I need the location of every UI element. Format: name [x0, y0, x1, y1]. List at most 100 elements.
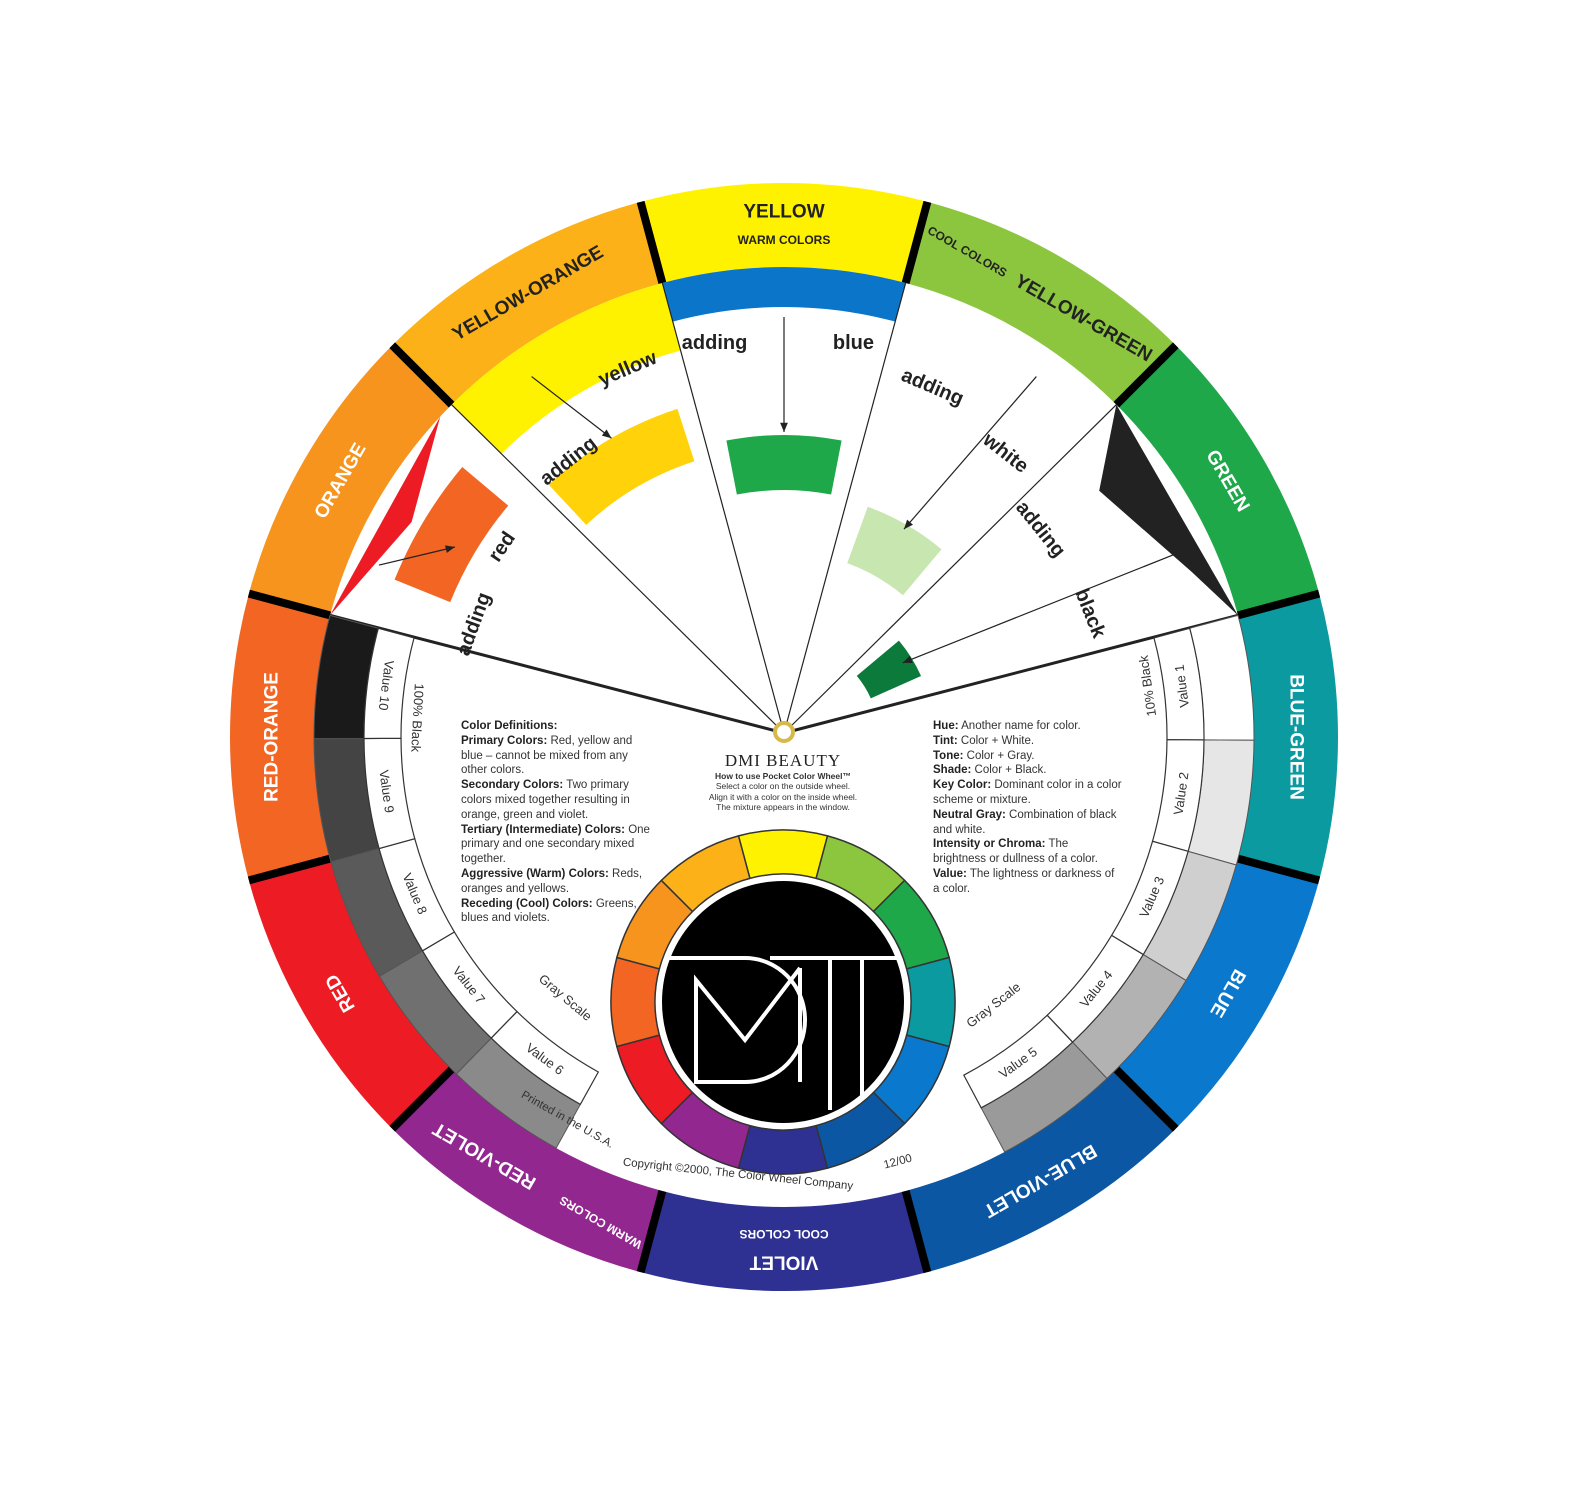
definition-text: Reds, oranges and yellows.: [461, 867, 643, 895]
definitions-left: Color Definitions: Primary Colors: Red, y…: [461, 719, 651, 926]
segment-divider: [247, 854, 332, 885]
segment-violet[interactable]: [640, 1190, 928, 1291]
arrowhead-icon: [780, 422, 788, 432]
inner-segment[interactable]: [737, 829, 829, 880]
arrowhead-icon: [445, 545, 455, 553]
how-to-panel: DMI BEAUTY How to use Pocket Color Wheel…: [683, 751, 883, 813]
segment-red-violet[interactable]: [392, 1069, 663, 1273]
segment-divider: [1236, 589, 1321, 620]
definition-term: Shade:: [933, 764, 972, 777]
window-divider: [329, 613, 785, 735]
segment-orange[interactable]: [248, 345, 452, 616]
segment-divider: [636, 1189, 667, 1274]
definition-item: Intensity or Chroma: The brightness or d…: [933, 837, 1123, 867]
definition-item: Tint: Color + White.: [933, 734, 1123, 749]
segment-divider: [1113, 1066, 1179, 1132]
segment-label: BLUE-GREEN: [1286, 674, 1307, 800]
arrowhead-icon: [601, 429, 612, 439]
dmi-logo-icon: [656, 875, 910, 1129]
gray-value-label: Value 10: [376, 659, 397, 711]
definition-term: Tone:: [933, 749, 964, 762]
gray-label-cell: [962, 1014, 1074, 1109]
definition-text: Another name for color.: [958, 720, 1081, 732]
window-divider: [451, 404, 785, 734]
segment-yellow[interactable]: [640, 182, 928, 284]
inner-wheel[interactable]: [610, 829, 956, 1175]
window-divider: [783, 613, 1239, 735]
segment-label: RED-ORANGE: [262, 672, 283, 802]
definition-item: Key Color: Dominant color in a color sch…: [933, 778, 1123, 808]
inner-segment[interactable]: [737, 1124, 829, 1175]
definition-item: Shade: Color + Black.: [933, 763, 1123, 778]
gray-label-cell: [363, 627, 415, 740]
definition-text: Two primary colors mixed together result…: [461, 779, 630, 821]
mix-result-swatch: [394, 467, 509, 603]
definition-item: Receding (Cool) Colors: Greens, blues an…: [461, 897, 651, 927]
definition-item: Color Definitions:: [461, 719, 651, 734]
mix-arrow: [378, 546, 456, 566]
red-wedge: [330, 416, 441, 616]
definition-text: Color + Black.: [971, 764, 1047, 777]
definition-text: Combination of black and white.: [933, 808, 1117, 836]
definition-item: Hue: Another name for color.: [933, 719, 1123, 734]
definition-term: Value:: [933, 867, 967, 880]
gray-value-label: Value 1: [1172, 664, 1192, 709]
inner-segment[interactable]: [660, 834, 751, 913]
segment-blue-green[interactable]: [1237, 593, 1338, 881]
segment-red[interactable]: [248, 858, 452, 1129]
black-label: 100% Black: [408, 683, 427, 753]
definition-term: Aggressive (Warm) Colors:: [461, 867, 609, 880]
howto-line: The mixture appears in the window.: [716, 802, 850, 812]
definition-text: Greens, blues and violets.: [461, 897, 637, 925]
segment-sublabel: COOL COLORS: [739, 1227, 828, 1241]
definition-term: Key Color:: [933, 779, 992, 792]
segment-divider: [901, 1189, 932, 1274]
definition-item: Tertiary (Intermediate) Colors: One prim…: [461, 823, 651, 867]
definition-text: Red, yellow and blue – cannot be mixed f…: [461, 734, 633, 777]
inner-segment[interactable]: [610, 956, 661, 1048]
blue-cap: [662, 267, 906, 322]
mix-result-swatch: [548, 408, 695, 525]
window-divider: [783, 282, 907, 734]
segment-red-orange[interactable]: [230, 593, 331, 881]
mix-arrow: [903, 376, 1037, 530]
definition-term: Secondary Colors:: [461, 779, 564, 792]
brand-logo: DMI BEAUTY: [724, 751, 842, 770]
inner-segment[interactable]: [905, 956, 956, 1048]
definition-term: Hue:: [933, 720, 959, 732]
definition-term: Primary Colors:: [461, 734, 548, 747]
segment-blue-violet[interactable]: [905, 1069, 1176, 1273]
howto-title: How to use Pocket Color Wheel™: [714, 770, 852, 781]
definition-item: Neutral Gray: Combination of black and w…: [933, 808, 1123, 838]
definition-item: Tone: Color + Gray.: [933, 749, 1123, 764]
mix-result-swatch: [726, 434, 842, 495]
howto-line: Align it with a color on the inside whee…: [708, 791, 858, 802]
gray-value-label: Value 9: [376, 769, 397, 814]
definition-item: Value: The lightness or darkness of a co…: [933, 867, 1123, 897]
segment-divider: [1236, 854, 1321, 885]
definitions-right: Hue: Another name for color.Tint: Color …: [933, 719, 1123, 897]
segment-blue[interactable]: [1116, 858, 1320, 1129]
segment-divider: [247, 589, 332, 620]
mix-agent-label: blue: [833, 332, 874, 354]
definition-term: Color Definitions:: [461, 720, 558, 732]
definition-text: Color + Gray.: [963, 749, 1035, 762]
definition-text: The brightness or dullness of a color.: [933, 838, 1098, 866]
mix-verb-label: adding: [682, 332, 748, 354]
black-wedge: [1099, 404, 1238, 616]
definition-text: Dominant color in a color scheme or mixt…: [933, 779, 1122, 806]
definition-term: Intensity or Chroma:: [933, 838, 1046, 851]
mix-arrow: [902, 550, 1183, 664]
window-divider: [661, 282, 785, 734]
dmi-monogram-icon: [668, 956, 900, 1110]
segment-yellow-orange[interactable]: [392, 201, 663, 405]
segment-divider: [636, 200, 667, 285]
segment-yellow-green[interactable]: [905, 201, 1176, 405]
definition-item: Aggressive (Warm) Colors: Reds, oranges …: [461, 867, 651, 897]
arrowhead-icon: [904, 519, 913, 530]
pivot-rivet-icon: [773, 721, 795, 743]
definition-term: Neutral Gray:: [933, 808, 1006, 821]
segment-green[interactable]: [1116, 345, 1320, 616]
